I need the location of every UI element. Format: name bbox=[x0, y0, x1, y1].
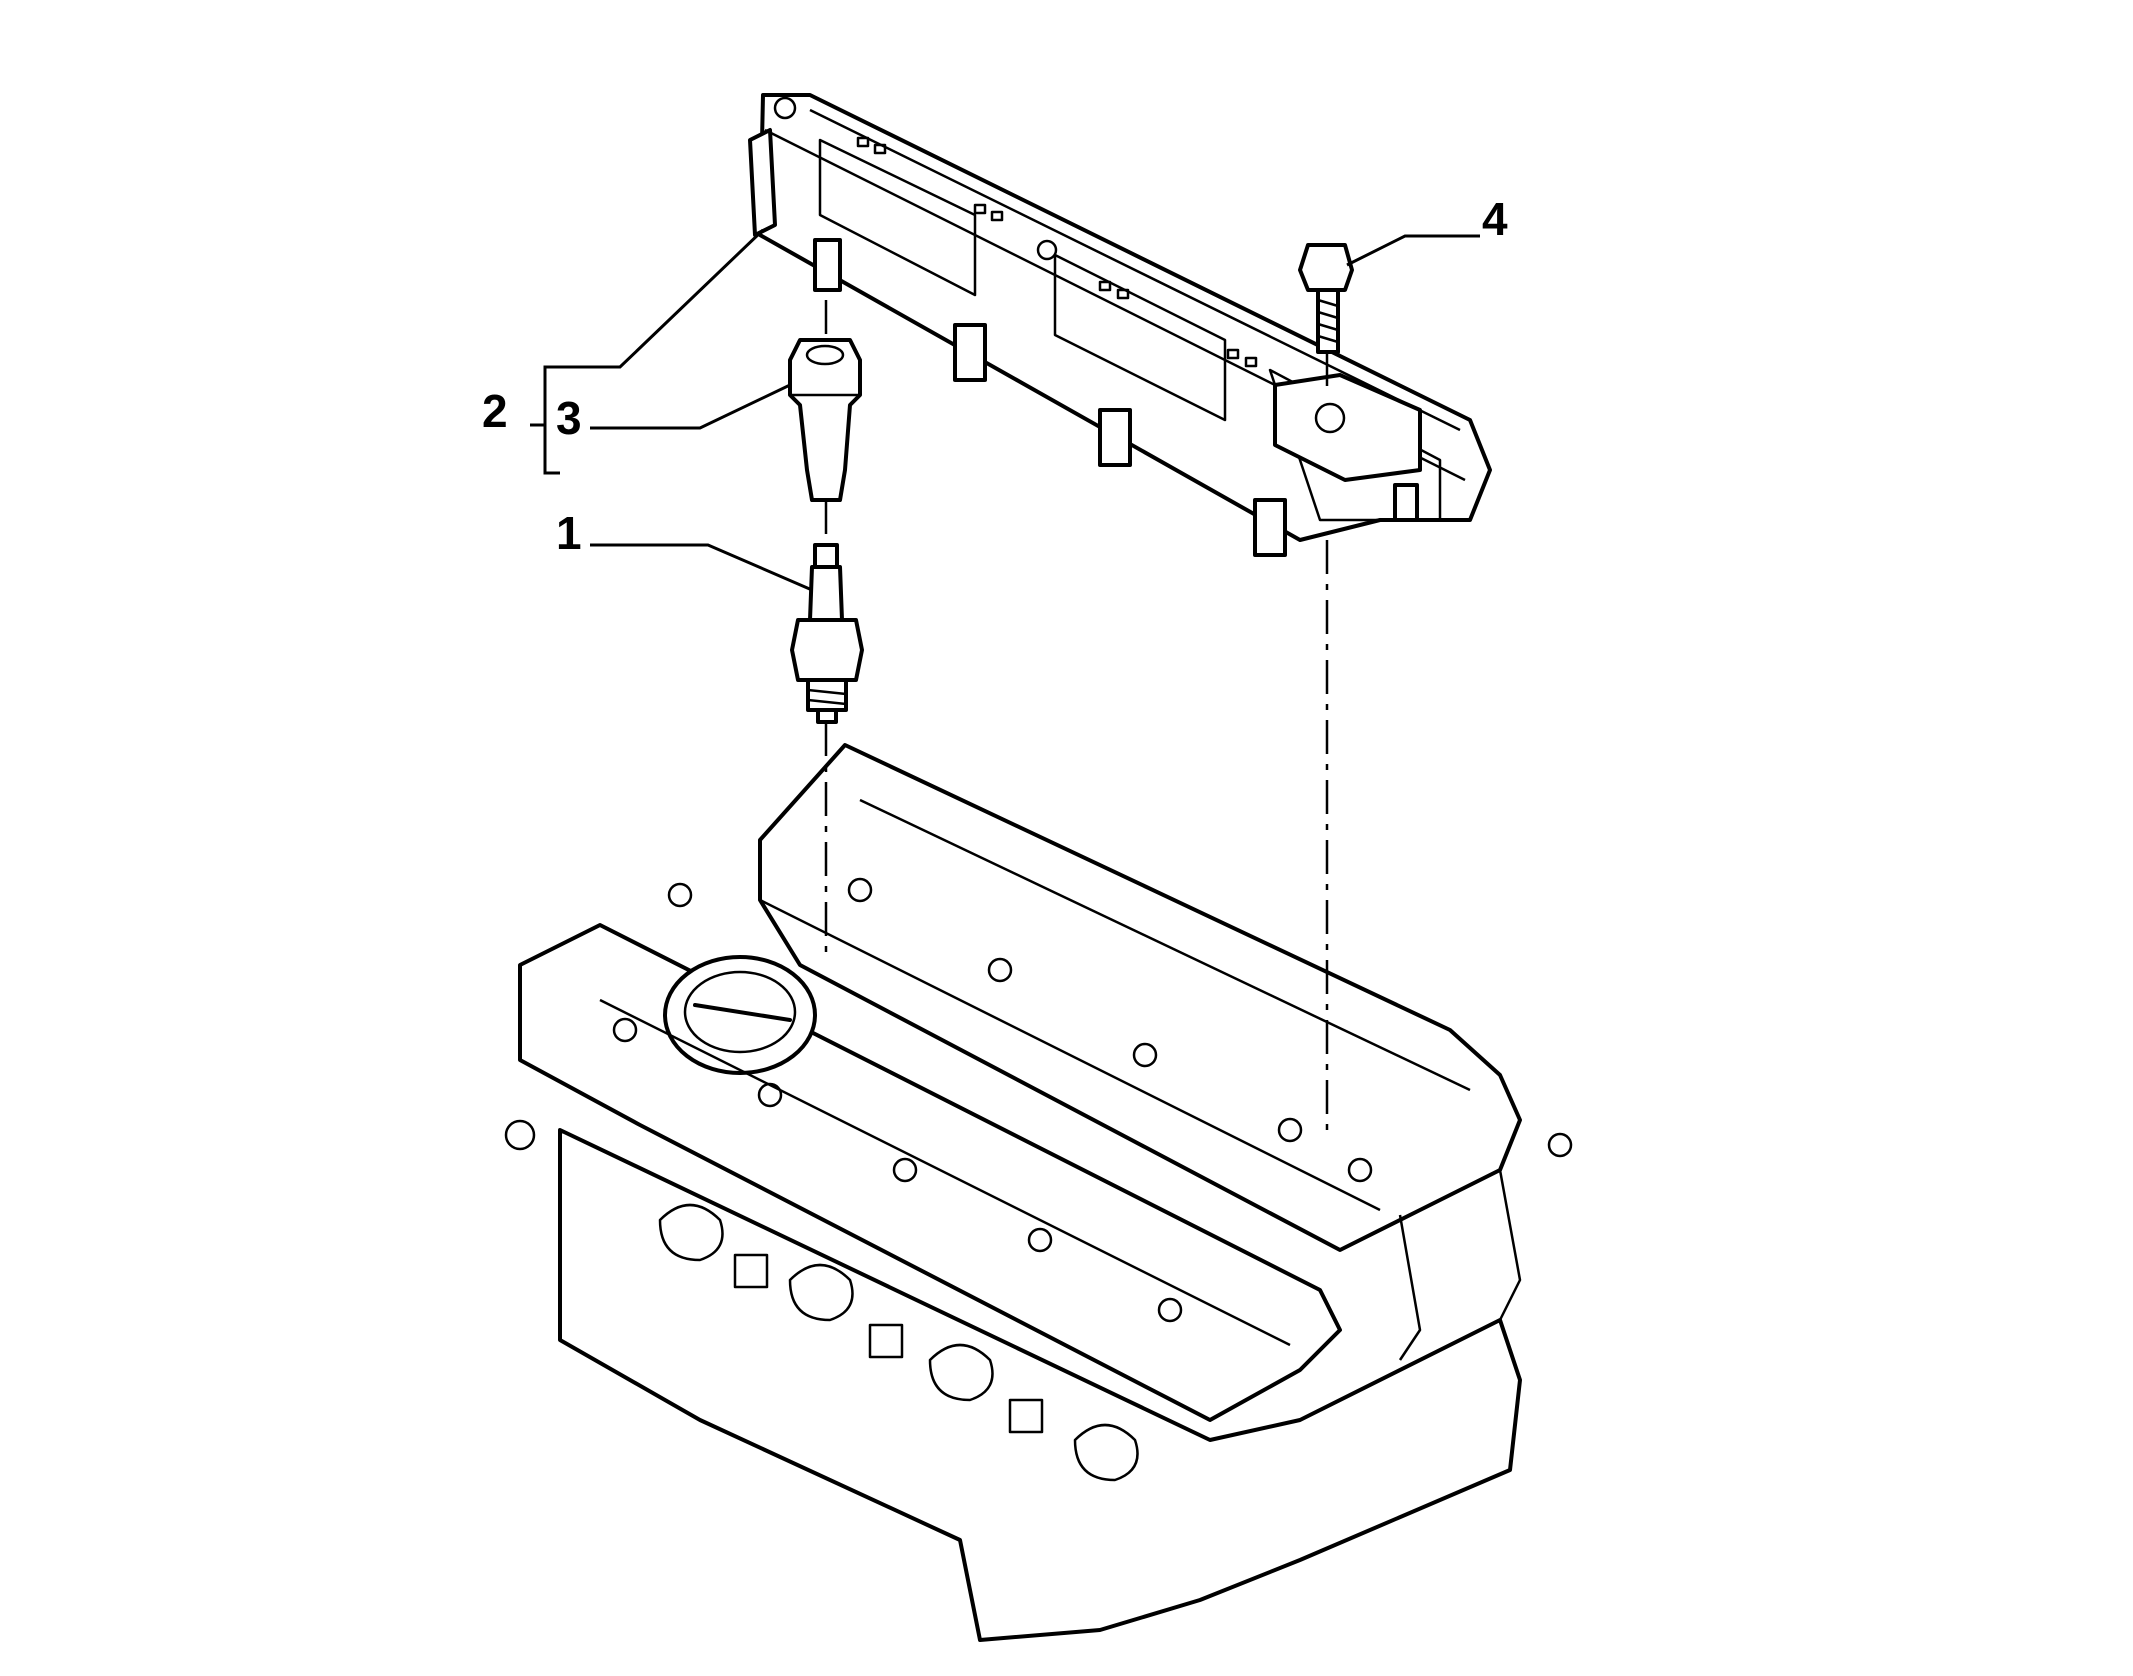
ignition-coil-rail bbox=[748, 93, 1492, 557]
mounting-bolt bbox=[1298, 243, 1354, 354]
leader-line-2 bbox=[543, 228, 765, 475]
callout-label-4: 4 bbox=[1482, 193, 1508, 245]
leader-line-3 bbox=[590, 383, 791, 430]
leader-line-4 bbox=[1346, 234, 1480, 267]
port-outlines bbox=[658, 1203, 1139, 1482]
callout-label-3: 3 bbox=[556, 392, 582, 444]
callout-label-1: 1 bbox=[556, 507, 582, 559]
coil-boot-extension bbox=[788, 338, 862, 502]
callout-label-2: 2 bbox=[482, 385, 508, 437]
spark-plug bbox=[790, 543, 864, 724]
cylinder-head-assembly bbox=[504, 743, 1573, 1642]
leader-lines bbox=[530, 228, 1480, 592]
leader-line-1 bbox=[590, 543, 813, 592]
cover-bolts bbox=[612, 877, 1573, 1323]
assembly-centerlines bbox=[824, 300, 1329, 1130]
